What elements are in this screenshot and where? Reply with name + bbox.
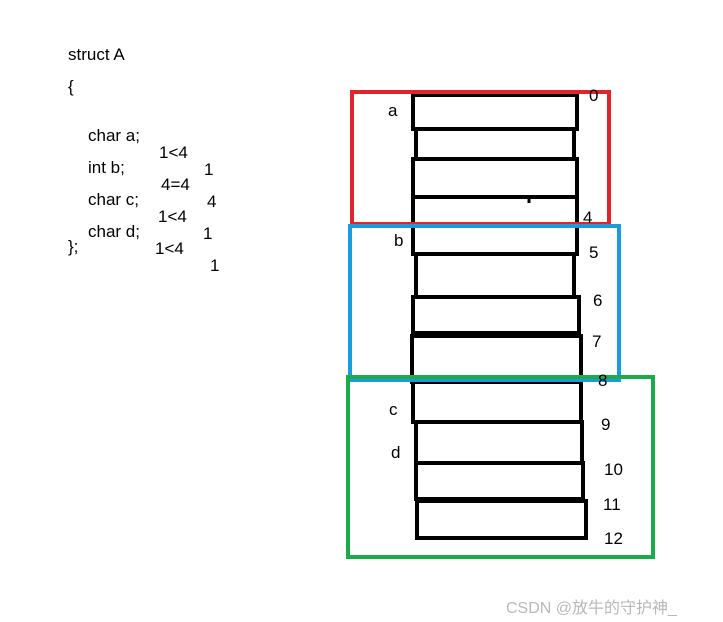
memory-cell xyxy=(411,222,579,256)
member-labels: a b c d xyxy=(388,101,403,462)
member-decl: char c; xyxy=(88,190,140,209)
memory-cell xyxy=(414,420,584,465)
memory-cell xyxy=(411,295,581,335)
memory-cell xyxy=(414,252,576,299)
offset-label: 11 xyxy=(603,495,621,514)
offset-label: 0 xyxy=(589,86,598,105)
cell-label-a: a xyxy=(388,101,398,120)
group-box-cd xyxy=(346,375,655,559)
memory-cell xyxy=(415,499,588,540)
member-line-b: int b; 4=4 4 xyxy=(88,142,216,227)
memory-cells xyxy=(410,93,588,540)
memory-cell xyxy=(411,93,579,131)
close-brace: }; xyxy=(68,237,79,256)
memory-cell xyxy=(414,127,576,161)
open-brace: { xyxy=(68,77,74,96)
member-calc: 1<4 xyxy=(155,239,184,258)
group-box-b xyxy=(348,224,621,382)
member-line-a: char a; 1<4 1 xyxy=(88,110,213,195)
offset-labels: 0 4 5 6 7 8 9 10 11 12 xyxy=(583,86,623,548)
member-decl: int b; xyxy=(88,158,125,177)
member-offset: 4 xyxy=(207,192,217,211)
member-offset: 1 xyxy=(204,160,214,179)
memory-cell xyxy=(411,157,579,199)
member-decl: char d; xyxy=(88,222,140,241)
member-line-d: char d; 1<4 1 xyxy=(88,206,219,291)
offset-label: 6 xyxy=(593,291,602,310)
offset-label: 8 xyxy=(598,371,607,390)
offset-label: 12 xyxy=(604,529,623,548)
cell-label-b: b xyxy=(394,231,403,250)
memory-cell xyxy=(414,461,585,501)
offset-label: 7 xyxy=(592,332,601,351)
cell-label-c: c xyxy=(389,400,398,419)
cell-label-d: d xyxy=(391,443,400,462)
struct-header: struct A xyxy=(68,45,125,64)
offset-label: 10 xyxy=(604,460,623,479)
offset-label: 4 xyxy=(583,208,592,227)
member-line-c: char c; 1<4 1 xyxy=(88,174,212,259)
member-calc: 1<4 xyxy=(159,143,188,162)
member-calc: 1<4 xyxy=(158,207,187,226)
member-decl: char a; xyxy=(88,126,140,145)
memory-cell xyxy=(411,380,583,424)
watermark: CSDN @放牛的守护神_ xyxy=(506,600,677,617)
offset-label: 9 xyxy=(601,415,610,434)
member-calc: 4=4 xyxy=(161,175,190,194)
member-offset: 1 xyxy=(203,224,213,243)
offset-label: 5 xyxy=(589,243,598,262)
memory-cell xyxy=(411,195,579,226)
member-offset: 1 xyxy=(210,256,220,275)
